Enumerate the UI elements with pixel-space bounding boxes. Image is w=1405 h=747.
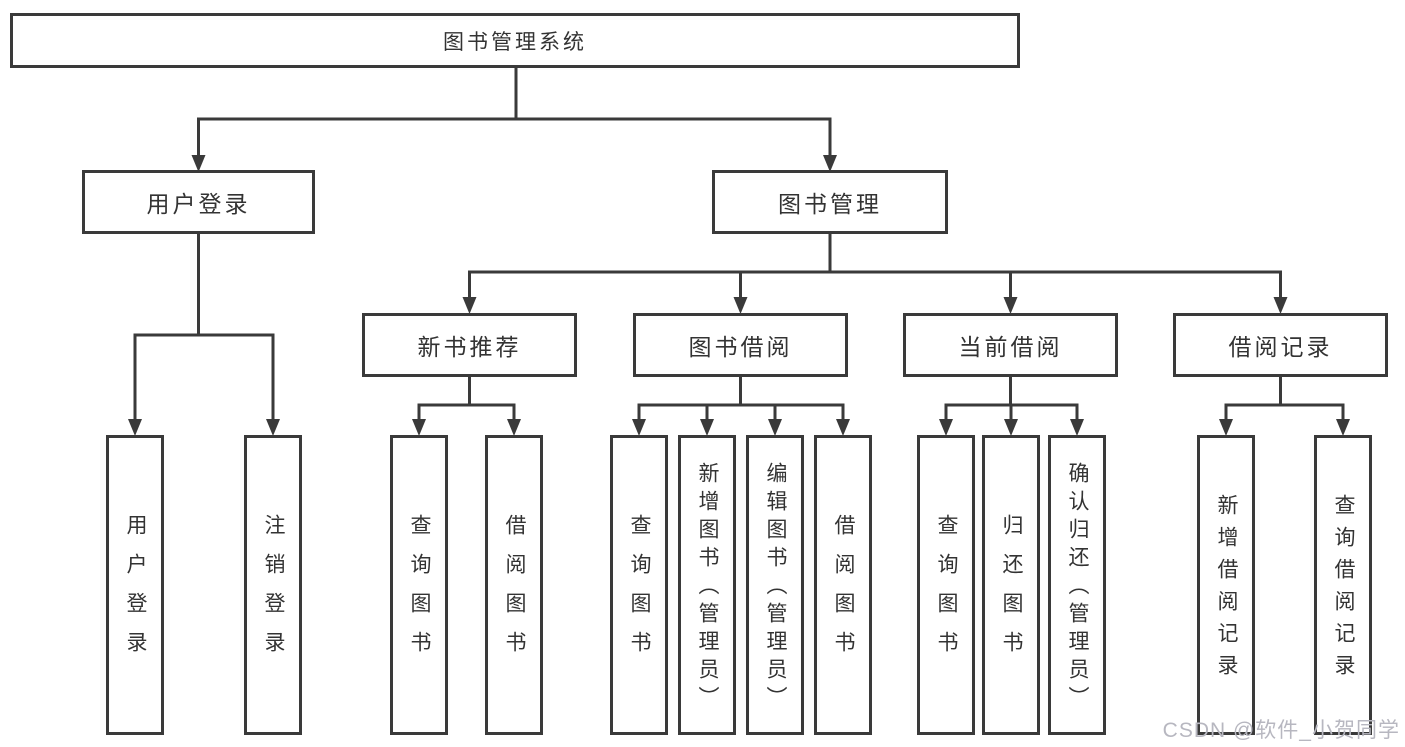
node-query-books-current: 查询图书 — [917, 435, 975, 735]
node-edit-books-admin: 编辑图书（管理员） — [746, 435, 804, 735]
node-add-books-admin: 新增图书（管理员） — [678, 435, 736, 735]
node-logout-leaf: 注销登录 — [244, 435, 302, 735]
node-library-system-root: 图书管理系统 — [10, 13, 1020, 68]
node-book-borrow: 图书借阅 — [633, 313, 848, 377]
node-confirm-return-admin: 确认归还（管理员） — [1048, 435, 1106, 735]
node-borrow-records: 借阅记录 — [1173, 313, 1388, 377]
node-current-borrow: 当前借阅 — [903, 313, 1118, 377]
node-book-management: 图书管理 — [712, 170, 948, 234]
csdn-watermark: CSDN @软件_小贺同学 — [1162, 719, 1400, 742]
node-query-borrow-record: 查询借阅记录 — [1314, 435, 1372, 735]
node-new-book-recommend: 新书推荐 — [362, 313, 577, 377]
node-borrow-books-recommend: 借阅图书 — [485, 435, 543, 735]
node-return-books: 归还图书 — [982, 435, 1040, 735]
node-user-login: 用户登录 — [82, 170, 315, 234]
node-user-login-leaf: 用户登录 — [106, 435, 164, 735]
node-query-books-recommend: 查询图书 — [390, 435, 448, 735]
node-borrow-books-leaf: 借阅图书 — [814, 435, 872, 735]
node-add-borrow-record: 新增借阅记录 — [1197, 435, 1255, 735]
node-query-books-borrow: 查询图书 — [610, 435, 668, 735]
